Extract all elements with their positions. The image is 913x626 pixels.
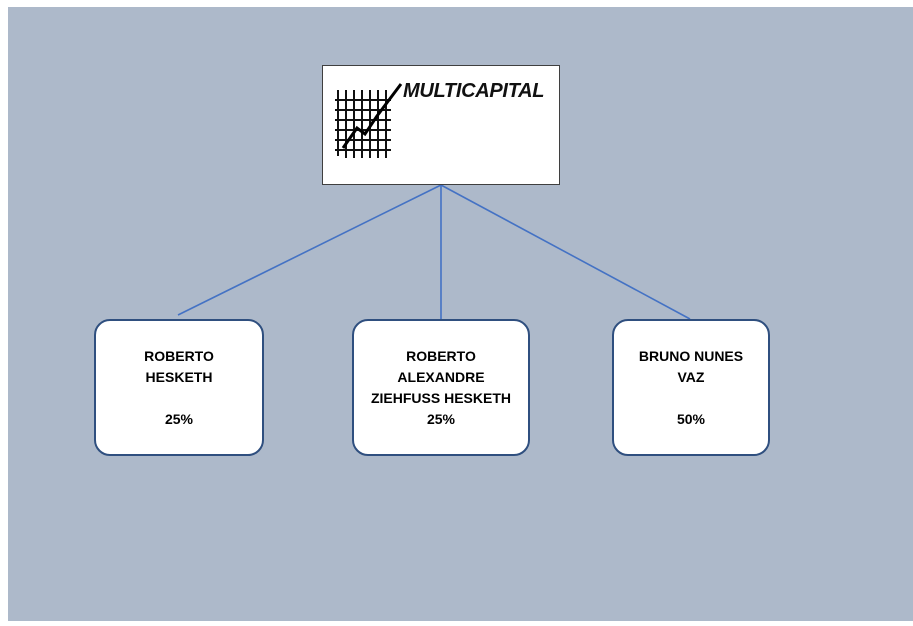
shareholder-share: 25% — [426, 410, 456, 427]
company-logo-text: MULTICAPITAL — [403, 80, 545, 102]
shareholder-box-roberto-alexandre-ziehfuss-hesketh: ROBERTO ALEXANDRE ZIEHFUSS HESKETH 25% — [352, 319, 530, 456]
shareholder-name: ROBERTO HESKETH — [144, 347, 214, 385]
connector-line-right — [440, 184, 691, 320]
shareholder-share: 25% — [164, 410, 194, 427]
company-logo-box: MULTICAPITAL — [322, 65, 560, 185]
shareholder-box-roberto-hesketh: ROBERTO HESKETH 25% — [94, 319, 264, 456]
shareholder-name: ROBERTO ALEXANDRE ZIEHFUSS HESKETH — [370, 347, 511, 406]
shareholder-name: BRUNO NUNES VAZ — [638, 347, 744, 385]
grid-chart-icon — [335, 83, 403, 158]
shareholder-share: 50% — [676, 410, 706, 427]
connector-line-left — [177, 184, 442, 316]
shareholder-box-bruno-nunes-vaz: BRUNO NUNES VAZ 50% — [612, 319, 770, 456]
